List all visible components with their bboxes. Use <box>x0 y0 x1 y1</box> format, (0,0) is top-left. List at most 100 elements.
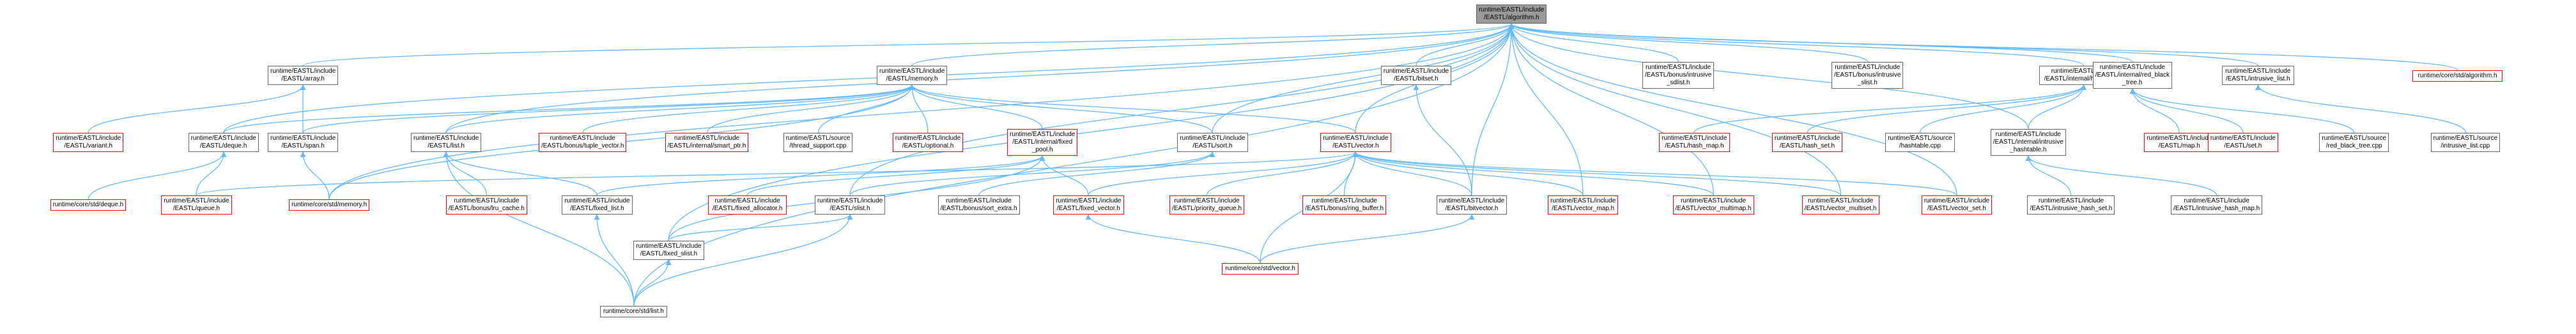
node-array[interactable]: runtime/EASTL/include /EASTL/array.h <box>268 66 339 86</box>
edge-bitvector-to-algorithm <box>1471 23 1515 196</box>
edge-vector-to-memory <box>909 84 1356 133</box>
node-priority-queue[interactable]: runtime/EASTL/include /EASTL/priority_qu… <box>1169 195 1245 215</box>
node-algorithm[interactable]: runtime/EASTL/include /EASTL/algorithm.h <box>1476 4 1547 24</box>
edge-core_list-to-slist <box>633 214 853 307</box>
node-fixed-slist[interactable]: runtime/EASTL/include /EASTL/fixed_slist… <box>633 240 704 260</box>
node-variant[interactable]: runtime/EASTL/include /EASTL/variant.h <box>53 132 124 152</box>
edge-variant-to-array <box>88 84 306 133</box>
node-intrusive-hash-set[interactable]: runtime/EASTL/include /EASTL/intrusive_h… <box>2027 195 2115 215</box>
node-hash-set[interactable]: runtime/EASTL/include /EASTL/hash_set.h <box>1771 132 1843 152</box>
node-fixed-allocator[interactable]: runtime/EASTL/include /EASTL/fixed_alloc… <box>707 195 787 215</box>
edge-memory-to-algorithm <box>911 23 1515 66</box>
node-optional[interactable]: runtime/EASTL/include /EASTL/optional.h <box>892 132 964 152</box>
node-core-vector[interactable]: runtime/core/std/vector.h <box>1221 262 1299 275</box>
edge-vector_set-to-algorithm <box>1508 23 1957 196</box>
node-red-black-tree[interactable]: runtime/EASTL/include /EASTL/internal/re… <box>2092 61 2172 89</box>
edge-span-to-memory <box>302 84 915 133</box>
edge-vector_multiset-to-algorithm <box>1508 23 1842 196</box>
node-list[interactable]: runtime/EASTL/include /EASTL/list.h <box>410 132 482 152</box>
node-fixed-vector[interactable]: runtime/EASTL/include /EASTL/fixed_vecto… <box>1053 195 1124 215</box>
node-core-algorithm[interactable]: runtime/core/std/algorithm.h <box>2412 70 2503 82</box>
edge-thread_support-to-memory <box>817 84 915 133</box>
node-vector-multiset[interactable]: runtime/EASTL/include /EASTL/vector_mult… <box>1801 195 1879 215</box>
edge-priority_queue-to-vector <box>1206 151 1359 196</box>
node-tuple-vector[interactable]: runtime/EASTL/include /EASTL/bonus/tuple… <box>538 132 627 152</box>
node-vector-set[interactable]: runtime/EASTL/include /EASTL/vector_set.… <box>1921 195 1993 215</box>
edge-fixed_list-to-list <box>443 151 598 196</box>
edge-queue-to-vector <box>196 151 1359 196</box>
edge-lru_cache-to-list <box>443 151 488 196</box>
edge-vector_multimap-to-vector <box>1352 151 1715 196</box>
node-hashtable-cpp[interactable]: runtime/EASTL/source /hashtable.cpp <box>1885 132 1955 152</box>
node-sort[interactable]: runtime/EASTL/include /EASTL/sort.h <box>1177 132 1248 152</box>
node-slist[interactable]: runtime/EASTL/include /EASTL/slist.h <box>814 195 886 215</box>
edge-intrusive_sdlist-to-algorithm <box>1508 23 1679 63</box>
node-vector[interactable]: runtime/EASTL/include /EASTL/vector.h <box>1320 132 1391 152</box>
edge-bitset-to-algorithm <box>1415 23 1515 66</box>
node-set[interactable]: runtime/EASTL/include /EASTL/set.h <box>2207 132 2278 152</box>
node-intrusive-hashtable[interactable]: runtime/EASTL/include /EASTL/internal/in… <box>1990 129 2066 156</box>
edge-slist-to-sort <box>849 151 1215 196</box>
node-queue[interactable]: runtime/EASTL/include /EASTL/queue.h <box>161 195 232 215</box>
edge-core_list-to-list <box>443 151 635 307</box>
edge-core_list-to-fixed_list <box>594 214 635 307</box>
edge-fixed_pool-to-memory <box>909 84 1043 130</box>
edge-queue-to-deque <box>196 151 227 196</box>
node-hash-map[interactable]: runtime/EASTL/include /EASTL/hash_map.h <box>1659 132 1730 152</box>
edge-vector_map-to-vector <box>1352 151 1584 196</box>
edge-intrusive_slist-to-algorithm <box>1508 23 1869 63</box>
node-red-black-tree-cpp[interactable]: runtime/EASTL/source /red_black_tree.cpp <box>2319 132 2389 152</box>
node-smart-ptr[interactable]: runtime/EASTL/include /EASTL/internal/sm… <box>665 132 749 152</box>
node-core-list[interactable]: runtime/core/std/list.h <box>599 305 668 317</box>
node-fixed-pool[interactable]: runtime/EASTL/include /EASTL/internal/fi… <box>1007 129 1078 156</box>
edge-deque-to-algorithm <box>223 23 1515 133</box>
node-deque[interactable]: runtime/EASTL/include /EASTL/deque.h <box>188 132 259 152</box>
node-thread-support[interactable]: runtime/EASTL/source /thread_support.cpp <box>783 132 853 152</box>
node-memory[interactable]: runtime/EASTL/include /EASTL/memory.h <box>877 66 948 86</box>
edge-hashtable_cpp-to-hashtable <box>1919 84 2086 133</box>
edge-intrusive_hashtable-to-hashtable <box>2028 84 2087 130</box>
node-lru-cache[interactable]: runtime/EASTL/include /EASTL/bonus/lru_c… <box>445 195 527 215</box>
edge-sort-to-algorithm <box>1212 23 1515 133</box>
edge-list-to-algorithm <box>445 23 1515 133</box>
node-core-deque[interactable]: runtime/core/std/deque.h <box>50 199 127 211</box>
edge-vector_multiset-to-vector <box>1352 151 1842 196</box>
node-ring-buffer[interactable]: runtime/EASTL/include /EASTL/bonus/ring_… <box>1302 195 1387 215</box>
edge-intrusive_hash_set-to-intrusive_hashtable <box>2025 155 2072 196</box>
node-core-memory[interactable]: runtime/core/std/memory.h <box>289 199 370 211</box>
node-vector-map[interactable]: runtime/EASTL/include /EASTL/vector_map.… <box>1548 195 1619 215</box>
edge-hash_map-to-hashtable <box>1693 84 2086 133</box>
node-sort-extra[interactable]: runtime/EASTL/include /EASTL/bonus/sort_… <box>937 195 1020 215</box>
edge-vector_set-to-vector <box>1352 151 1957 196</box>
node-fixed-list[interactable]: runtime/EASTL/include /EASTL/fixed_list.… <box>562 195 633 215</box>
node-intrusive-slist[interactable]: runtime/EASTL/include /EASTL/bonus/intru… <box>1831 61 1904 89</box>
node-intrusive-sdlist[interactable]: runtime/EASTL/include /EASTL/bonus/intru… <box>1642 61 1715 89</box>
node-intrusive-hash-map[interactable]: runtime/EASTL/include /EASTL/intrusive_h… <box>2171 195 2263 215</box>
edge-core_vector-to-bitvector <box>1260 214 1475 264</box>
edge-intrusive_list_cpp-to-intrusive_list <box>2255 84 2467 133</box>
node-bitset[interactable]: runtime/EASTL/include /EASTL/bitset.h <box>1380 66 1452 86</box>
node-span[interactable]: runtime/EASTL/include /EASTL/span.h <box>268 132 339 152</box>
edge-slist-to-algorithm <box>849 23 1515 196</box>
edge-array-to-algorithm <box>302 23 1515 66</box>
edge-set-to-red_black_tree <box>2129 88 2244 133</box>
edge-sort_extra-to-sort <box>978 151 1215 196</box>
edge-bitvector-to-bitset <box>1413 84 1472 196</box>
node-vector-multimap[interactable]: runtime/EASTL/include /EASTL/vector_mult… <box>1672 195 1754 215</box>
edge-core_list-to-fixed_slist <box>633 259 672 307</box>
edge-vector_map-to-algorithm <box>1508 23 1584 196</box>
node-bitvector[interactable]: runtime/EASTL/include /EASTL/bitvector.h <box>1436 195 1508 215</box>
edge-deque-to-memory <box>223 84 915 133</box>
node-map[interactable]: runtime/EASTL/include /EASTL/map.h <box>2144 132 2215 152</box>
node-intrusive-list[interactable]: runtime/EASTL/include /EASTL/intrusive_l… <box>2221 66 2294 86</box>
edge-red_black_tree_cpp-to-red_black_tree <box>2129 88 2355 133</box>
edge-sort-to-memory <box>909 84 1213 133</box>
edge-fixed_slist-to-slist <box>668 214 853 241</box>
edge-map-to-red_black_tree <box>2129 88 2180 133</box>
edge-smart_ptr-to-memory <box>706 84 915 133</box>
edge-core_deque-to-deque <box>88 151 227 200</box>
edge-list-to-memory <box>445 84 915 133</box>
edge-optional-to-memory <box>909 84 929 133</box>
node-intrusive-list-cpp[interactable]: runtime/EASTL/source /intrusive_list.cpp <box>2430 132 2501 152</box>
